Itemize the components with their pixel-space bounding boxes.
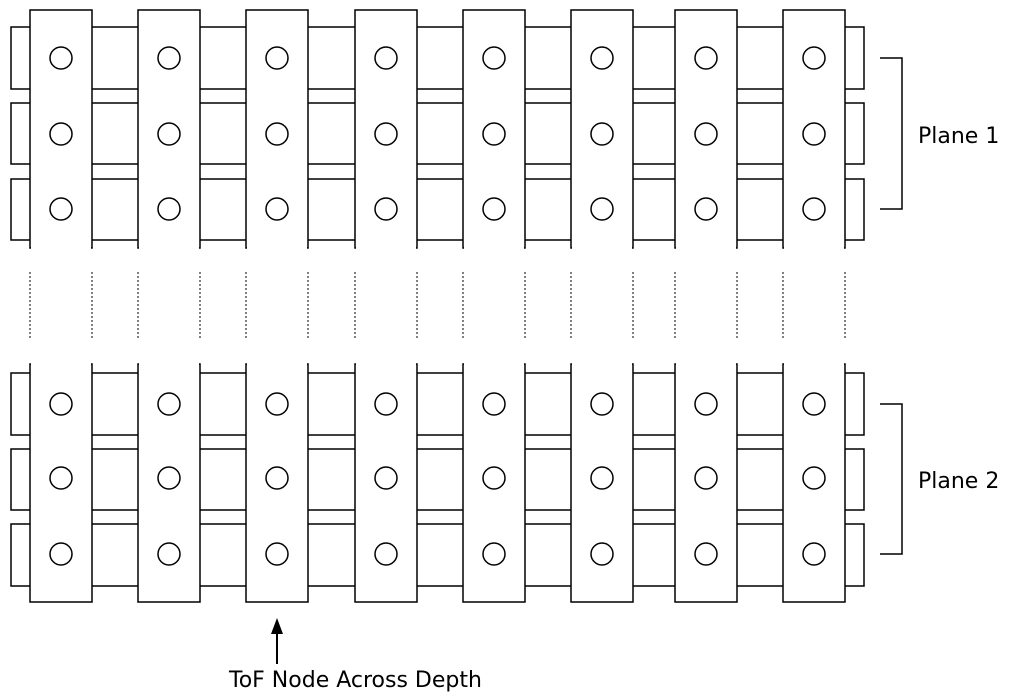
plane-2-node-r3-c4 xyxy=(374,542,398,566)
plane-1-node-r2-c7 xyxy=(694,122,718,146)
plane-1-node-r2-c1 xyxy=(49,122,73,146)
plane-1-node-r3-c3 xyxy=(265,197,289,221)
plane-1-node-r1-c2 xyxy=(157,46,181,70)
plane-1-node-r2-c5 xyxy=(482,122,506,146)
plane-2-node-r2-c7 xyxy=(694,466,718,490)
plane-2-node-r2-c8 xyxy=(802,466,826,490)
plane-1-node-r1-c5 xyxy=(482,46,506,70)
plane-1-node-r3-c1 xyxy=(49,197,73,221)
plane-2-node-r3-c8 xyxy=(802,542,826,566)
plane-1-grid xyxy=(10,9,865,250)
plane-2-node-r1-c1 xyxy=(49,392,73,416)
plane-2-node-r2-c6 xyxy=(590,466,614,490)
plane-2-node-r1-c6 xyxy=(590,392,614,416)
plane-brackets xyxy=(880,57,903,555)
plane-2-node-r2-c1 xyxy=(49,466,73,490)
depth-arrow xyxy=(271,618,283,664)
arrow-head xyxy=(271,618,283,634)
plane-1-node-r3-c2 xyxy=(157,197,181,221)
plane-1-node-r3-c7 xyxy=(694,197,718,221)
plane-2-node-r2-c4 xyxy=(374,466,398,490)
plane-2-node-r3-c2 xyxy=(157,542,181,566)
plane-2-label: Plane 2 xyxy=(918,469,999,494)
plane-1-node-r1-c4 xyxy=(374,46,398,70)
arrow-label: ToF Node Across Depth xyxy=(228,668,482,693)
plane-1-node-r2-c8 xyxy=(802,122,826,146)
plane-2-node-r2-c2 xyxy=(157,466,181,490)
plane-2-node-r3-c3 xyxy=(265,542,289,566)
plane-1-bracket xyxy=(880,57,903,210)
plane-1-node-r2-c4 xyxy=(374,122,398,146)
plane-2-node-r1-c4 xyxy=(374,392,398,416)
plane-1-node-r1-c6 xyxy=(590,46,614,70)
plane-1-node-r1-c1 xyxy=(49,46,73,70)
plane-2-node-r3-c1 xyxy=(49,542,73,566)
plane-1-node-r3-c6 xyxy=(590,197,614,221)
plane-2-node-r3-c7 xyxy=(694,542,718,566)
plane-1-node-r3-c8 xyxy=(802,197,826,221)
plane-2-node-r1-c7 xyxy=(694,392,718,416)
plane-1-node-r2-c6 xyxy=(590,122,614,146)
plane-2-node-r3-c5 xyxy=(482,542,506,566)
plane-1-node-r1-c8 xyxy=(802,46,826,70)
plane-2-node-r1-c8 xyxy=(802,392,826,416)
plane-1-node-r1-c3 xyxy=(265,46,289,70)
plane-1-label: Plane 1 xyxy=(918,124,999,149)
plane-2-node-r2-c3 xyxy=(265,466,289,490)
plane-1-node-r3-c5 xyxy=(482,197,506,221)
plane-2-node-r1-c3 xyxy=(265,392,289,416)
plane-2-node-r1-c2 xyxy=(157,392,181,416)
plane-1-node-r1-c7 xyxy=(694,46,718,70)
plane-2-node-r1-c5 xyxy=(482,392,506,416)
plane-2-node-r2-c5 xyxy=(482,466,506,490)
plane-1-node-r3-c4 xyxy=(374,197,398,221)
plane-separator-dotted-lines xyxy=(29,272,846,340)
plane-2-bracket xyxy=(880,403,903,555)
plane-1-node-r2-c2 xyxy=(157,122,181,146)
plane-2-node-r3-c6 xyxy=(590,542,614,566)
plane-1-node-r2-c3 xyxy=(265,122,289,146)
plane-2-grid xyxy=(10,362,865,603)
